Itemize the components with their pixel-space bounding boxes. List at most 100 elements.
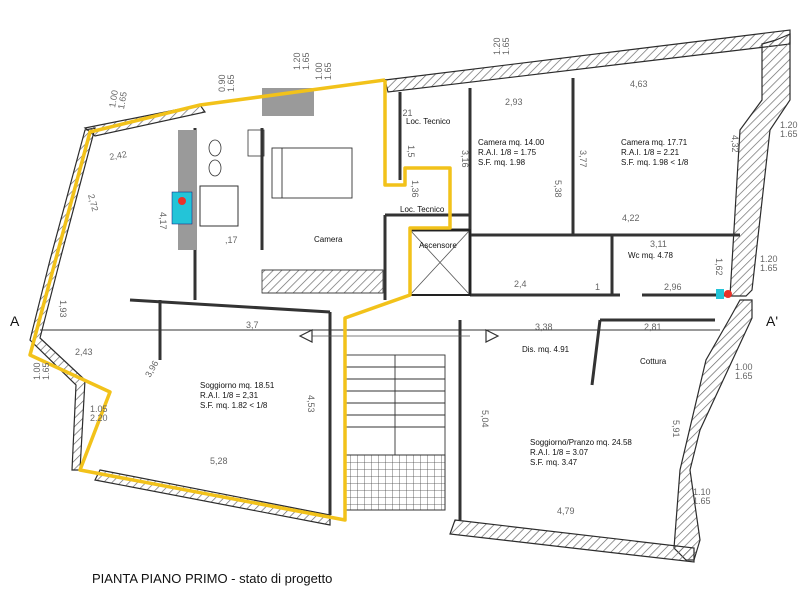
window-note: 1.201.65 bbox=[292, 52, 311, 70]
room-label-line: Loc. Tecnico bbox=[400, 205, 445, 214]
window-note: 0.901.65 bbox=[217, 74, 236, 92]
window-note-line: 1.00 bbox=[314, 62, 324, 80]
window-note-line: 2.20 bbox=[90, 413, 108, 423]
room-label-line: R.A.I. 1/8 = 2.21 bbox=[621, 148, 680, 157]
dimension-label: 5,91 bbox=[671, 420, 681, 438]
window-note-line: 1.65 bbox=[301, 52, 311, 70]
dimension-label: 1 bbox=[595, 282, 600, 292]
shower-cyan-block bbox=[171, 191, 193, 225]
room-label-line: Camera mq. 14.00 bbox=[478, 138, 545, 147]
section-mark-right: A' bbox=[766, 313, 778, 329]
dimension-label: 1,5 bbox=[406, 145, 416, 158]
window-note: 1.001.65 bbox=[107, 89, 129, 110]
technical-red-dot bbox=[724, 290, 732, 298]
window-note: 1.001.65 bbox=[314, 62, 333, 80]
dimension-label: 5,38 bbox=[553, 180, 563, 198]
window-note-line: 1.00 bbox=[107, 89, 120, 108]
room-label-line: Soggiorno/Pranzo mq. 24.58 bbox=[530, 438, 632, 447]
window-note: 1.001.65 bbox=[32, 362, 51, 380]
window-note-line: 1.65 bbox=[116, 91, 129, 110]
dimension-label: 3,96 bbox=[143, 359, 160, 379]
dimension-label: 2,81 bbox=[644, 322, 662, 332]
window-note-line: 1.65 bbox=[226, 74, 236, 92]
dimension-label: 2,42 bbox=[109, 149, 128, 162]
window-note-line: 1.65 bbox=[323, 62, 333, 80]
window-note-line: 1.10 bbox=[693, 487, 711, 497]
dimension-label: 2,43 bbox=[75, 347, 93, 357]
room-label-line: R.A.I. 1/8 = 2,31 bbox=[200, 391, 259, 400]
dimension-label: 4,79 bbox=[557, 506, 575, 516]
dimension-label: 2,93 bbox=[505, 97, 523, 107]
dimension-label: 3,11 bbox=[650, 239, 667, 249]
room-label-wc: Wc mq. 4.78 bbox=[628, 251, 673, 260]
dimension-label: 4,17 bbox=[158, 212, 168, 230]
dimension-label: 3,16 bbox=[460, 150, 470, 168]
room-label-line: Cottura bbox=[640, 357, 667, 366]
room-label-line: Camera bbox=[314, 235, 343, 244]
room-label-loc-tecnico-2: Loc. Tecnico bbox=[400, 205, 445, 214]
dimension-label: 5,04 bbox=[480, 410, 490, 428]
room-label-dis: Dis. mq. 4.91 bbox=[522, 345, 570, 354]
room-label-line: S.F. mq. 3.47 bbox=[530, 458, 578, 467]
stairs bbox=[344, 354, 446, 456]
wardrobe bbox=[261, 269, 384, 294]
dimension-label: 2,96 bbox=[664, 282, 682, 292]
room-label-cottura: Cottura bbox=[640, 357, 667, 366]
bed bbox=[271, 147, 353, 199]
room-label-line: Wc mq. 4.78 bbox=[628, 251, 673, 260]
section-mark-left: A bbox=[10, 313, 20, 329]
dimension-label: 1,36 bbox=[410, 180, 420, 198]
dimension-label: 1,62 bbox=[714, 258, 724, 276]
window-note-line: 1.65 bbox=[780, 129, 798, 139]
dimension-label: 4,53 bbox=[306, 395, 316, 413]
dimension-label: ,21 bbox=[400, 108, 413, 118]
room-label-line: Dis. mq. 4.91 bbox=[522, 345, 570, 354]
window-note-line: 1.65 bbox=[760, 263, 778, 273]
room-label-loc-tecnico-1: Loc. Tecnico bbox=[406, 117, 451, 126]
window-note-line: 1.20 bbox=[292, 52, 302, 70]
section-arrows bbox=[298, 329, 500, 343]
room-label-line: Soggiorno mq. 18.51 bbox=[200, 381, 275, 390]
window-note-line: 1.20 bbox=[492, 37, 502, 55]
room-label-line: Loc. Tecnico bbox=[406, 117, 451, 126]
dimension-label: 5,28 bbox=[210, 456, 228, 466]
room-label-camera-yellow: Camera bbox=[314, 235, 343, 244]
room-label-line: Camera mq. 17.71 bbox=[621, 138, 688, 147]
room-label-ascensore: Ascensore bbox=[419, 241, 457, 250]
dimension-label: 2,4 bbox=[514, 279, 527, 289]
dimension-label: 1,93 bbox=[58, 300, 68, 318]
boiler-red-dot bbox=[178, 197, 186, 205]
dimension-label: ,17 bbox=[225, 235, 238, 245]
dimension-label: 3,7 bbox=[246, 320, 259, 330]
window-note-line: 1.05 bbox=[90, 404, 108, 414]
room-label-line: Ascensore bbox=[419, 241, 457, 250]
window-note: 1.201.65 bbox=[492, 37, 511, 55]
room-label-line: S.F. mq. 1.98 bbox=[478, 158, 526, 167]
dimension-label: 3,77 bbox=[578, 150, 588, 168]
window-note-line: 1.00 bbox=[735, 362, 753, 372]
dimension-label: 4,32 bbox=[730, 135, 740, 153]
room-label-line: S.F. mq. 1.98 < 1/8 bbox=[621, 158, 689, 167]
dimension-label: 4,63 bbox=[630, 79, 648, 89]
drawing-title: PIANTA PIANO PRIMO - stato di progetto bbox=[92, 571, 332, 586]
window-note-line: 1.65 bbox=[693, 496, 711, 506]
dimension-label: 3,38 bbox=[535, 322, 553, 332]
room-label-line: S.F. mq. 1.82 < 1/8 bbox=[200, 401, 268, 410]
window-note-line: 1.20 bbox=[760, 254, 778, 264]
bathroom-fixtures bbox=[171, 129, 265, 250]
room-label-line: R.A.I. 1/8 = 1.75 bbox=[478, 148, 537, 157]
dimension-label: 2,72 bbox=[86, 193, 100, 213]
stair-landing-grid bbox=[344, 454, 446, 511]
dimension-label: 4,22 bbox=[622, 213, 640, 223]
